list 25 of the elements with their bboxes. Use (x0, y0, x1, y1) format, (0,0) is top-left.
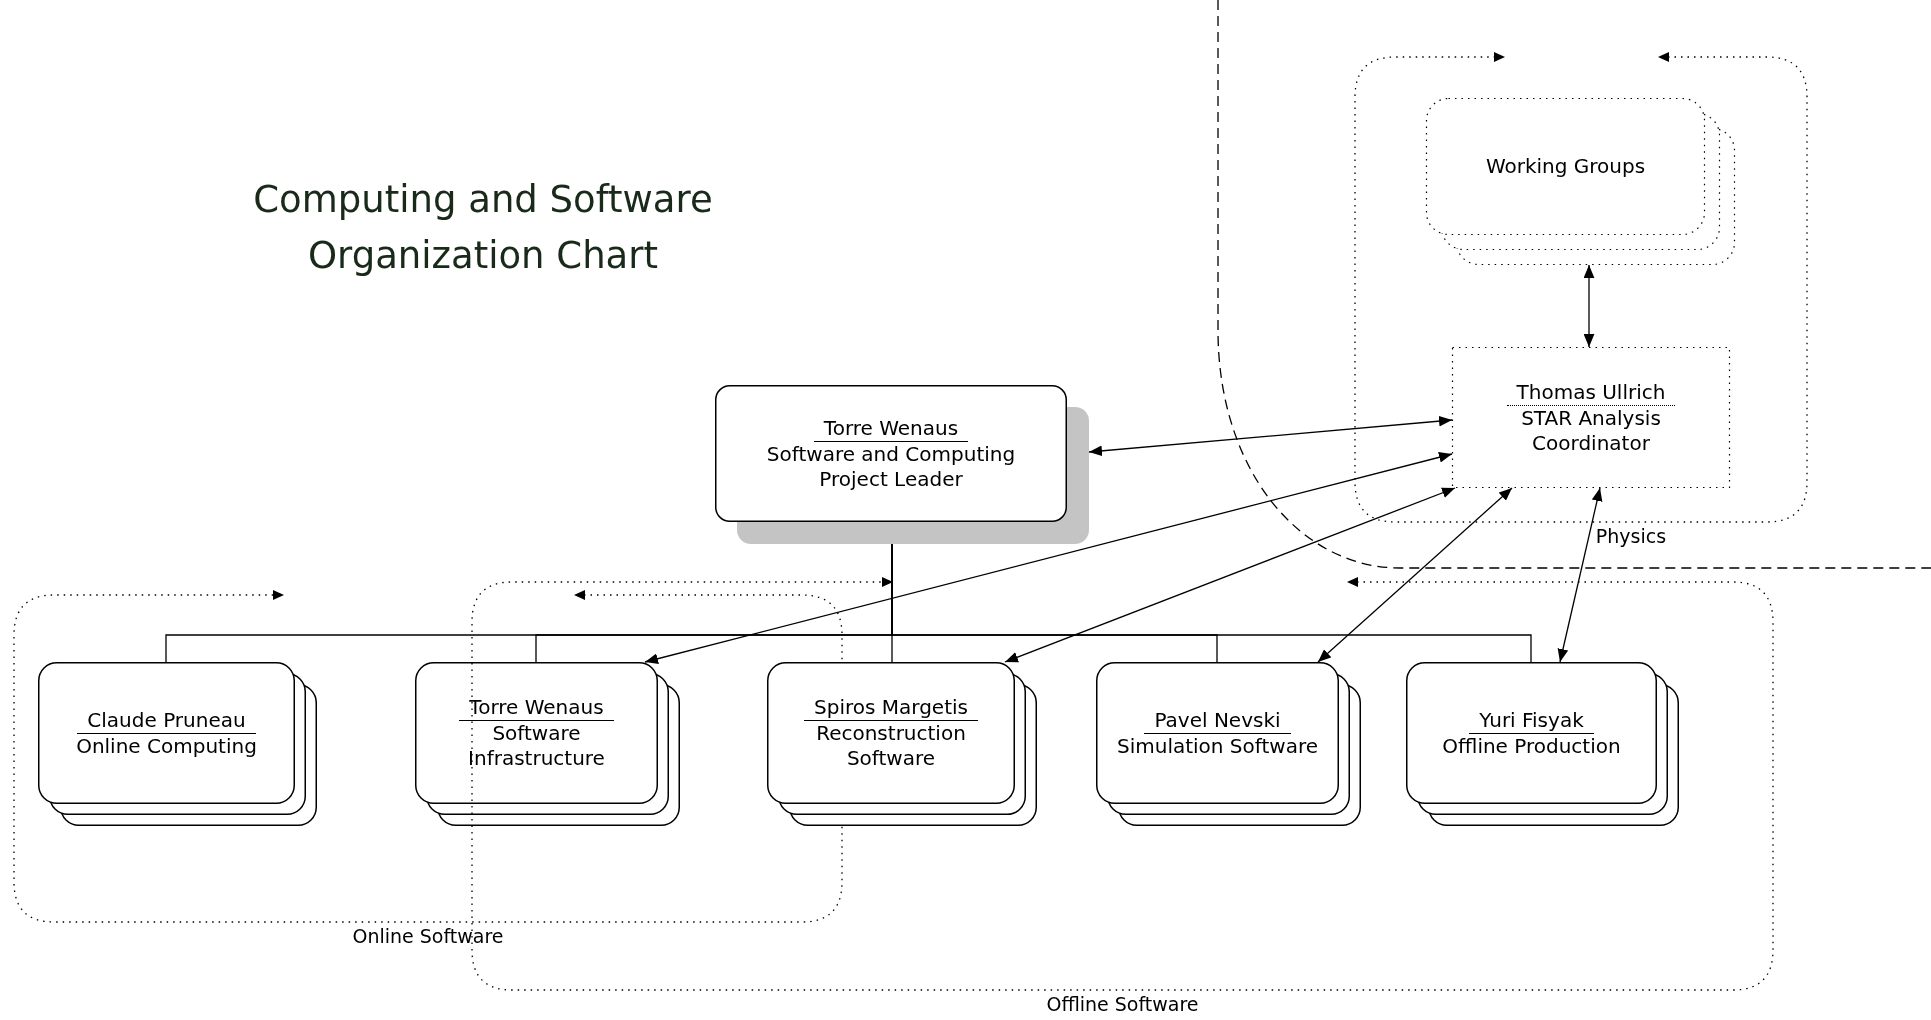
region-label: Physics (1594, 525, 1668, 547)
role-title: Simulation Software (1116, 733, 1319, 759)
region-label: Online Software (351, 925, 505, 947)
double-arrow (1088, 415, 1453, 457)
person-name: Thomas Ullrich (1506, 379, 1676, 406)
double-arrow (644, 452, 1453, 664)
person-name: Torre Wenaus (459, 695, 614, 721)
double-arrow (1317, 487, 1513, 663)
person-name: Spiros Margetis (804, 695, 978, 721)
person-name: Claude Pruneau (77, 707, 256, 734)
role-title: Software Infrastructure (467, 721, 606, 771)
group-label: Working Groups (1485, 154, 1646, 179)
role-title: Offline Production (1442, 733, 1621, 759)
person-name: Yuri Fisyak (1469, 707, 1594, 734)
chart-title: Computing and Software Organization Chart (252, 177, 714, 279)
role-title: STAR Analysis Coordinator (1520, 405, 1662, 456)
role-title: Online Computing (76, 733, 257, 759)
double-arrow (1583, 264, 1595, 348)
double-arrow (1004, 487, 1456, 663)
region-label: Offline Software (1045, 993, 1200, 1015)
double-arrow (1557, 487, 1603, 663)
person-name: Pavel Nevski (1144, 707, 1291, 734)
role-title: Software and Computing Project Leader (765, 441, 1017, 492)
role-title: Reconstruction Software (815, 721, 967, 771)
person-name: Torre Wenaus (813, 415, 969, 442)
